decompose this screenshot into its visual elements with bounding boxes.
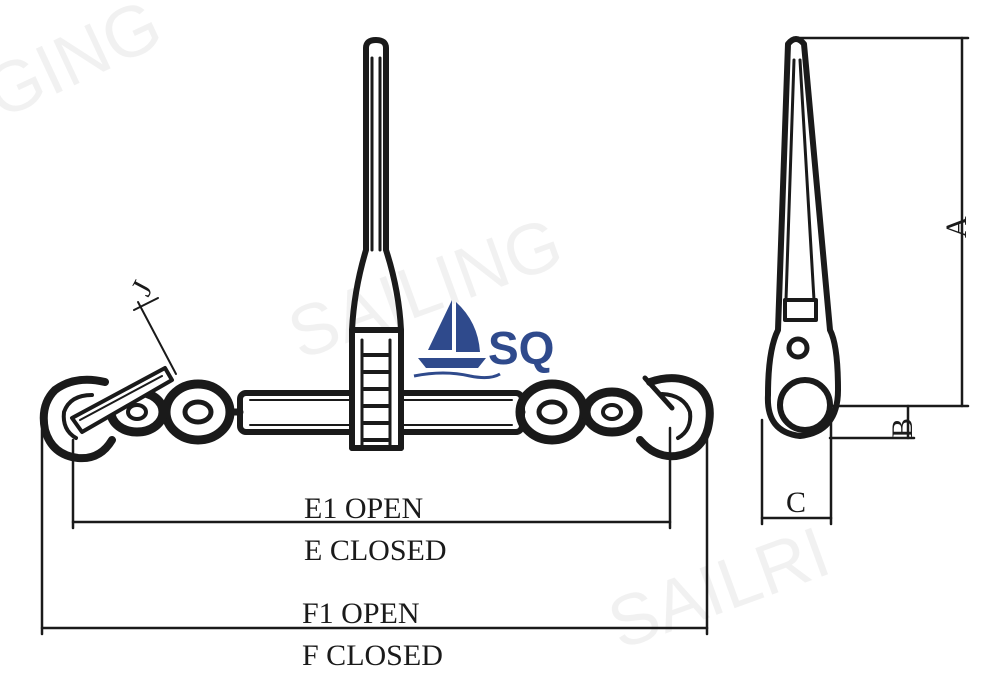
side-handle [764,36,841,439]
a-dimension [798,36,970,408]
label-a: A [940,216,973,238]
barrel [237,327,525,451]
f-dimension [40,428,709,636]
label-e1-open: E1 OPEN [304,492,423,525]
label-c: C [786,486,806,519]
front-view [39,37,714,636]
label-j: J [125,275,160,301]
sq-logo: SQ [413,300,554,380]
label-b: B [886,418,919,438]
logo-text: SQ [488,322,554,374]
svg-text:GING: GING [0,0,174,135]
label-f-closed: F CLOSED [302,639,443,672]
c-dimension [760,418,833,526]
sailboat-icon [413,300,501,380]
j-dimension [133,297,177,375]
right-chain [515,379,643,445]
side-view [760,36,970,526]
label-f1-open: F1 OPEN [302,597,420,630]
right-hook [636,374,714,461]
left-hook [39,366,174,463]
b-dimension [828,404,916,440]
svg-text:SAILRI: SAILRI [598,512,840,665]
e-dimension [71,426,672,530]
label-e-closed: E CLOSED [304,534,447,567]
